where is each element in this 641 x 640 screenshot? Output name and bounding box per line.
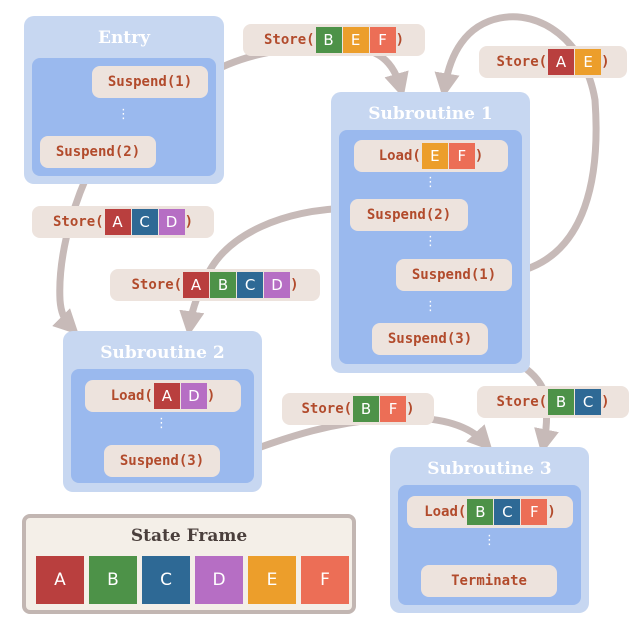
var-cell-B: B [353, 396, 380, 422]
var-cell-D: D [180, 383, 207, 409]
subroutine2-title: Subroutine 2 [100, 343, 225, 363]
state-cell-F: F [301, 556, 349, 604]
state-frame-legend: State Frame A B C D E F [22, 514, 356, 614]
entry-title: Entry [97, 28, 150, 48]
var-cell-A: A [153, 383, 180, 409]
var-cell-D: D [264, 272, 291, 298]
close-paren: ) [601, 394, 610, 410]
load-label: Load( [110, 388, 153, 404]
subroutine1-suspend3[interactable]: Suspend(3) [372, 323, 488, 355]
var-cell-C: C [237, 272, 264, 298]
load-label: Load( [378, 148, 421, 164]
var-cell-F: F [448, 143, 475, 169]
store-label: Store( [496, 394, 548, 410]
close-paren: ) [406, 401, 415, 417]
entry-ellipsis: ⋮ [117, 107, 130, 122]
close-paren: ) [547, 504, 556, 520]
store-abcd: Store( A B C D ) [110, 269, 320, 301]
close-paren: ) [290, 277, 299, 293]
var-cell-A: A [183, 272, 210, 298]
var-cell-F: F [369, 27, 396, 53]
subroutine3-ellipsis: ⋮ [483, 533, 496, 548]
subroutine3-load[interactable]: Load( B C F ) [407, 496, 573, 528]
var-cell-B: B [467, 499, 494, 525]
state-cell-C: C [142, 556, 190, 604]
subroutine2-ellipsis: ⋮ [155, 416, 168, 431]
subroutine1-suspend2[interactable]: Suspend(2) [350, 199, 468, 231]
subroutine1-suspend1[interactable]: Suspend(1) [396, 259, 512, 291]
state-cell-D: D [195, 556, 243, 604]
store-label: Store( [52, 214, 104, 230]
entry-suspend2[interactable]: Suspend(2) [40, 136, 156, 168]
subroutine1-load[interactable]: Load( E F ) [354, 140, 508, 172]
close-paren: ) [395, 32, 404, 48]
var-cell-C: C [131, 209, 158, 235]
var-cell-E: E [421, 143, 448, 169]
store-bf: Store( B F ) [282, 393, 434, 425]
subroutine1-ellipsis-2: ⋮ [424, 234, 437, 249]
var-cell-E: E [575, 49, 602, 75]
close-paren: ) [474, 148, 484, 164]
close-paren: ) [184, 214, 193, 230]
subroutine2-load[interactable]: Load( A D ) [85, 380, 241, 412]
var-cell-C: C [494, 499, 521, 525]
arrow-sub1-to-sub2 [179, 204, 354, 337]
var-cell-F: F [521, 499, 548, 525]
subroutine1-ellipsis-3: ⋮ [424, 299, 437, 314]
state-cell-A: A [36, 556, 84, 604]
state-cell-B: B [89, 556, 137, 604]
close-paren: ) [206, 388, 216, 404]
store-bef: Store( B E F ) [243, 24, 425, 56]
subroutine1-title: Subroutine 1 [368, 104, 493, 124]
var-cell-A: A [104, 209, 131, 235]
close-paren: ) [601, 54, 610, 70]
store-acd: Store( A C D ) [32, 206, 214, 238]
var-cell-A: A [548, 49, 575, 75]
entry-suspend1[interactable]: Suspend(1) [92, 66, 208, 98]
subroutine2-suspend3[interactable]: Suspend(3) [104, 445, 220, 477]
store-label: Store( [263, 32, 315, 48]
var-cell-D: D [158, 209, 185, 235]
var-cell-B: B [315, 27, 342, 53]
store-ae: Store( A E ) [479, 46, 627, 78]
subroutine1-ellipsis-1: ⋮ [424, 175, 437, 190]
state-cell-E: E [248, 556, 296, 604]
store-bc: Store( B C ) [477, 386, 629, 418]
var-cell-F: F [380, 396, 407, 422]
subroutine3-terminate[interactable]: Terminate [421, 565, 557, 597]
state-frame-title: State Frame [130, 526, 248, 546]
var-cell-C: C [575, 389, 602, 415]
arrow-entry-to-sub2 [52, 174, 90, 335]
var-cell-E: E [342, 27, 369, 53]
store-label: Store( [496, 54, 548, 70]
load-label: Load( [424, 504, 467, 520]
var-cell-B: B [548, 389, 575, 415]
store-label: Store( [301, 401, 353, 417]
var-cell-B: B [210, 272, 237, 298]
subroutine3-title: Subroutine 3 [427, 459, 552, 479]
store-label: Store( [131, 277, 183, 293]
